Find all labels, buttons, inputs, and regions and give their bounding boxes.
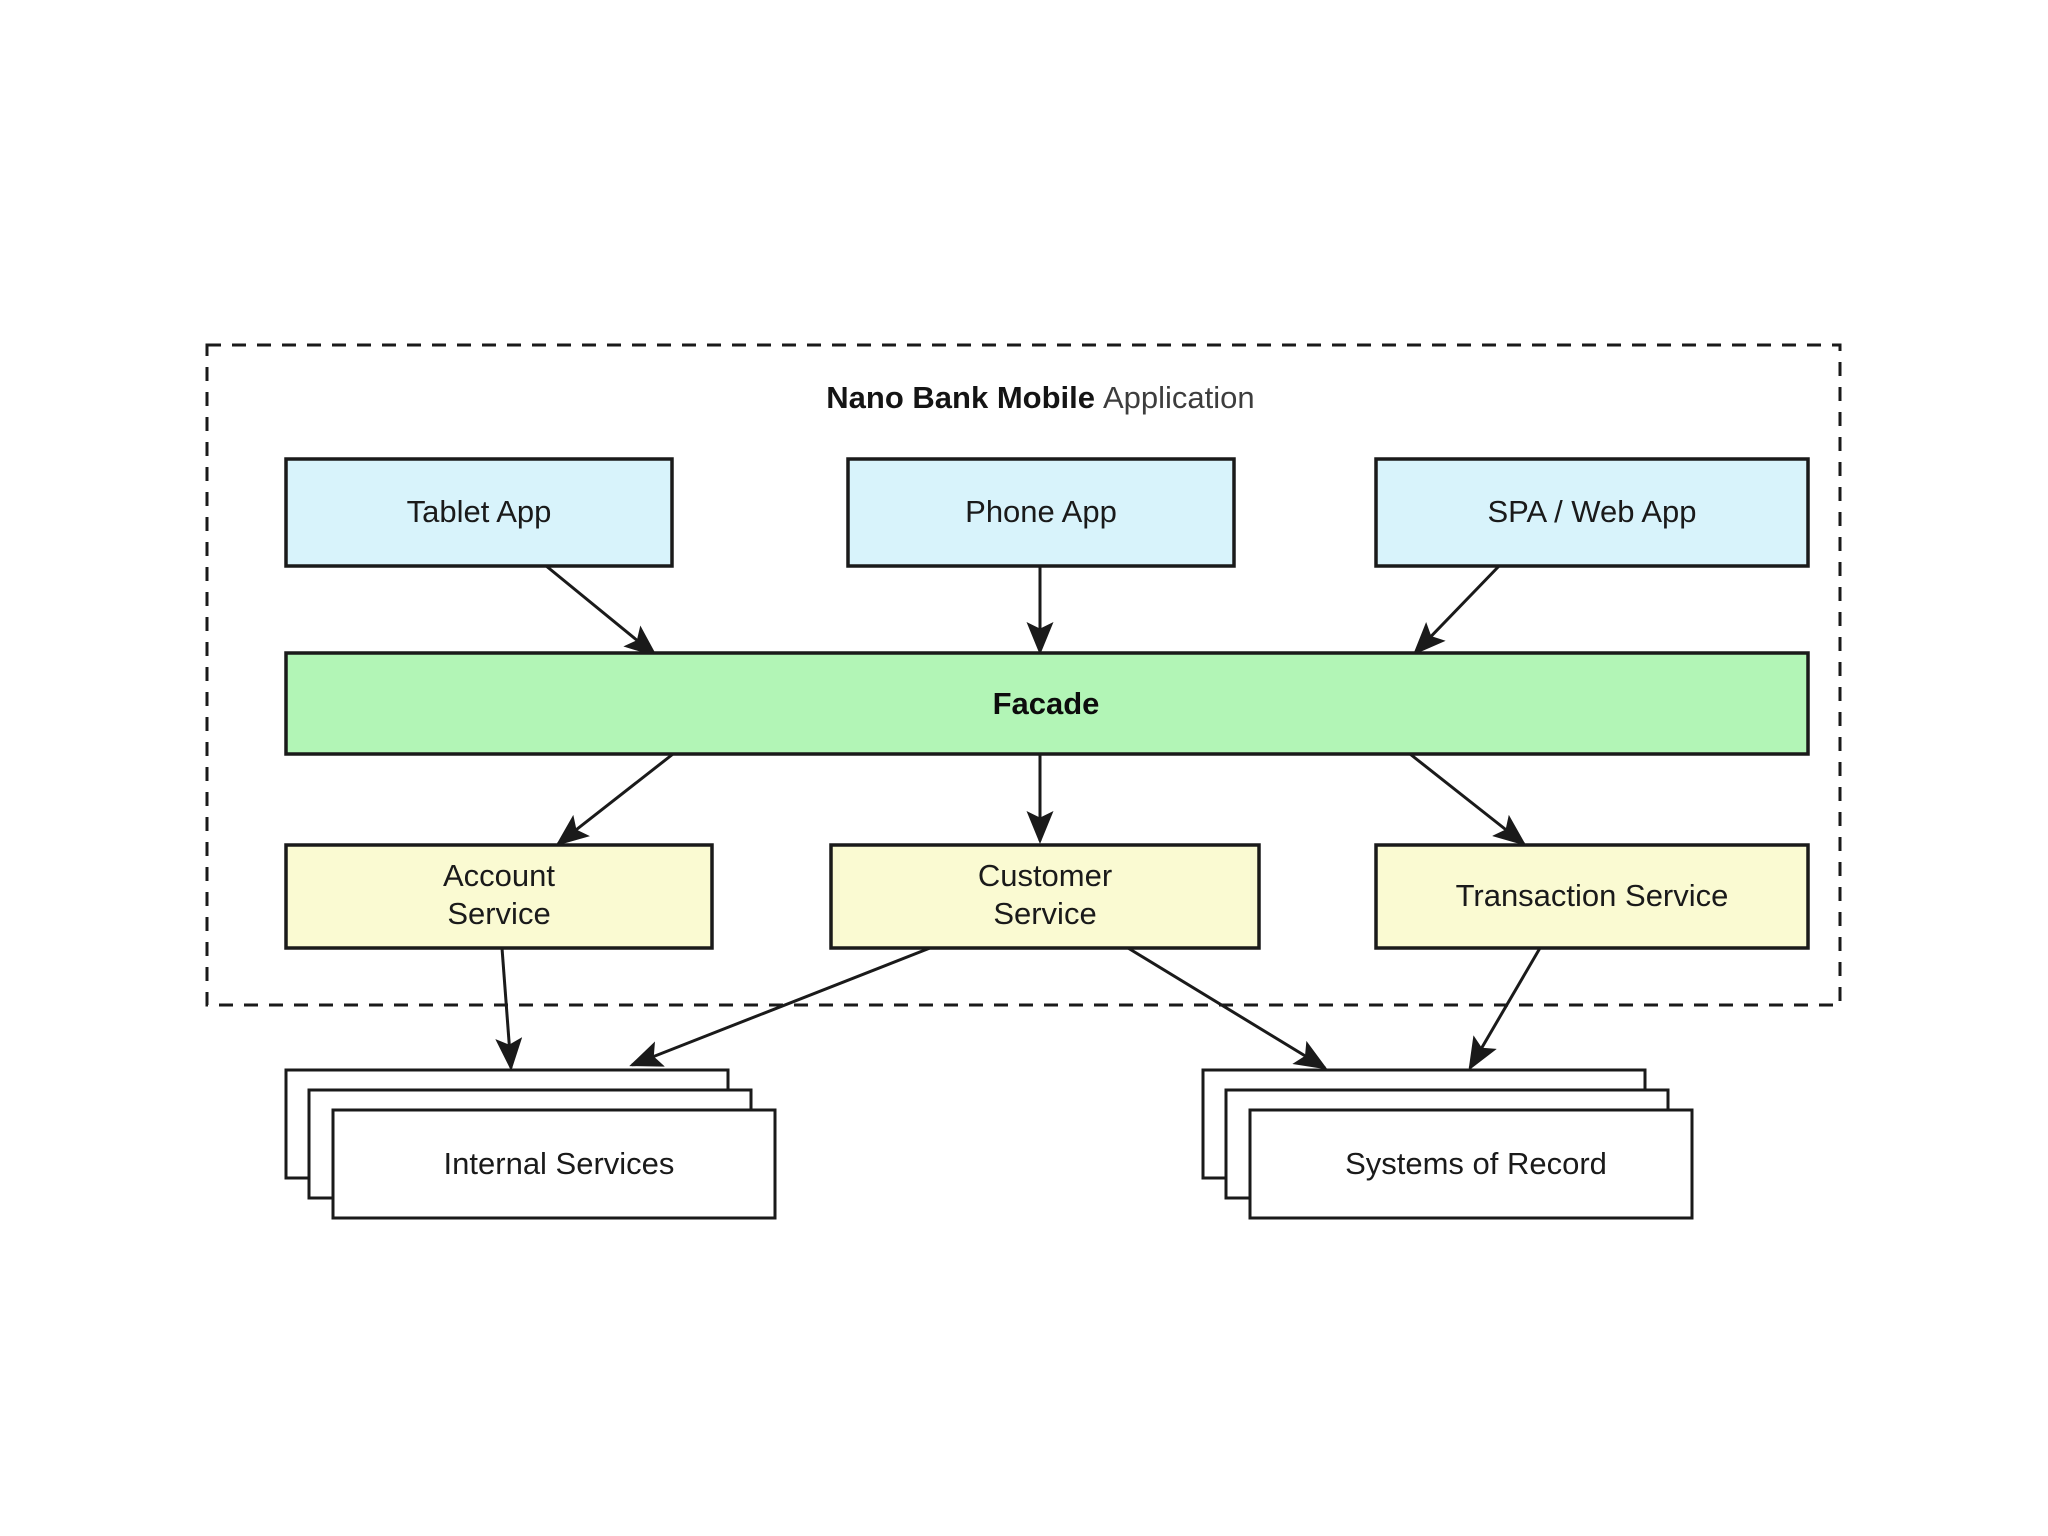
node-systems-of-record[interactable]: Systems of Record (1201, 1068, 1694, 1220)
internal-services-label: Internal Services (444, 1146, 675, 1181)
edge-tablet-to-facade (544, 563, 658, 657)
tablet-app-box[interactable] (284, 457, 674, 568)
edge-transaction-to-record (1468, 947, 1542, 1071)
node-customer-service[interactable]: Customer Service (829, 843, 1261, 950)
customer-service-label-line2: Service (993, 896, 1096, 931)
node-transaction-service[interactable]: Transaction Service (1374, 843, 1810, 950)
node-tablet-app[interactable]: Tablet App (284, 457, 674, 568)
systems-of-record-label: Systems of Record (1345, 1146, 1607, 1181)
node-internal-services[interactable]: Internal Services (284, 1068, 777, 1220)
node-spa-web-app[interactable]: SPA / Web App (1374, 457, 1810, 568)
edge-spa-to-facade (1412, 563, 1502, 656)
boundary-title-regular: Application (1103, 380, 1255, 415)
systems-of-record-front-box[interactable] (1248, 1108, 1694, 1220)
application-boundary (205, 343, 1842, 1007)
facade-box[interactable] (284, 651, 1810, 756)
node-phone-app[interactable]: Phone App (846, 457, 1236, 568)
edge-customer-to-record (1127, 946, 1328, 1070)
customer-service-label-line1: Customer (978, 858, 1112, 893)
transaction-service-label-line1: Transaction Service (1456, 878, 1729, 913)
node-facade[interactable]: Facade (284, 651, 1810, 756)
account-service-box[interactable] (284, 843, 714, 950)
edge-facade-to-account (555, 752, 674, 846)
facade-label: Facade (993, 686, 1100, 721)
phone-app-box[interactable] (846, 457, 1236, 568)
account-service-label-line2: Service (447, 896, 550, 931)
customer-service-box[interactable] (829, 843, 1261, 950)
edge-facade-to-transaction (1409, 752, 1527, 846)
account-service-label-line1: Account (443, 858, 555, 893)
phone-app-label: Phone App (965, 494, 1117, 529)
edge-account-to-internal (495, 947, 523, 1071)
edge-customer-to-internal (629, 946, 931, 1067)
node-account-service[interactable]: Account Service (284, 843, 714, 950)
transaction-service-box[interactable] (1374, 843, 1810, 950)
internal-services-front-box[interactable] (331, 1108, 777, 1220)
spa-web-app-label: SPA / Web App (1487, 494, 1696, 529)
tablet-app-label: Tablet App (407, 494, 552, 529)
spa-web-app-box[interactable] (1374, 457, 1810, 568)
boundary-title-bold: Nano Bank Mobile (826, 380, 1095, 415)
